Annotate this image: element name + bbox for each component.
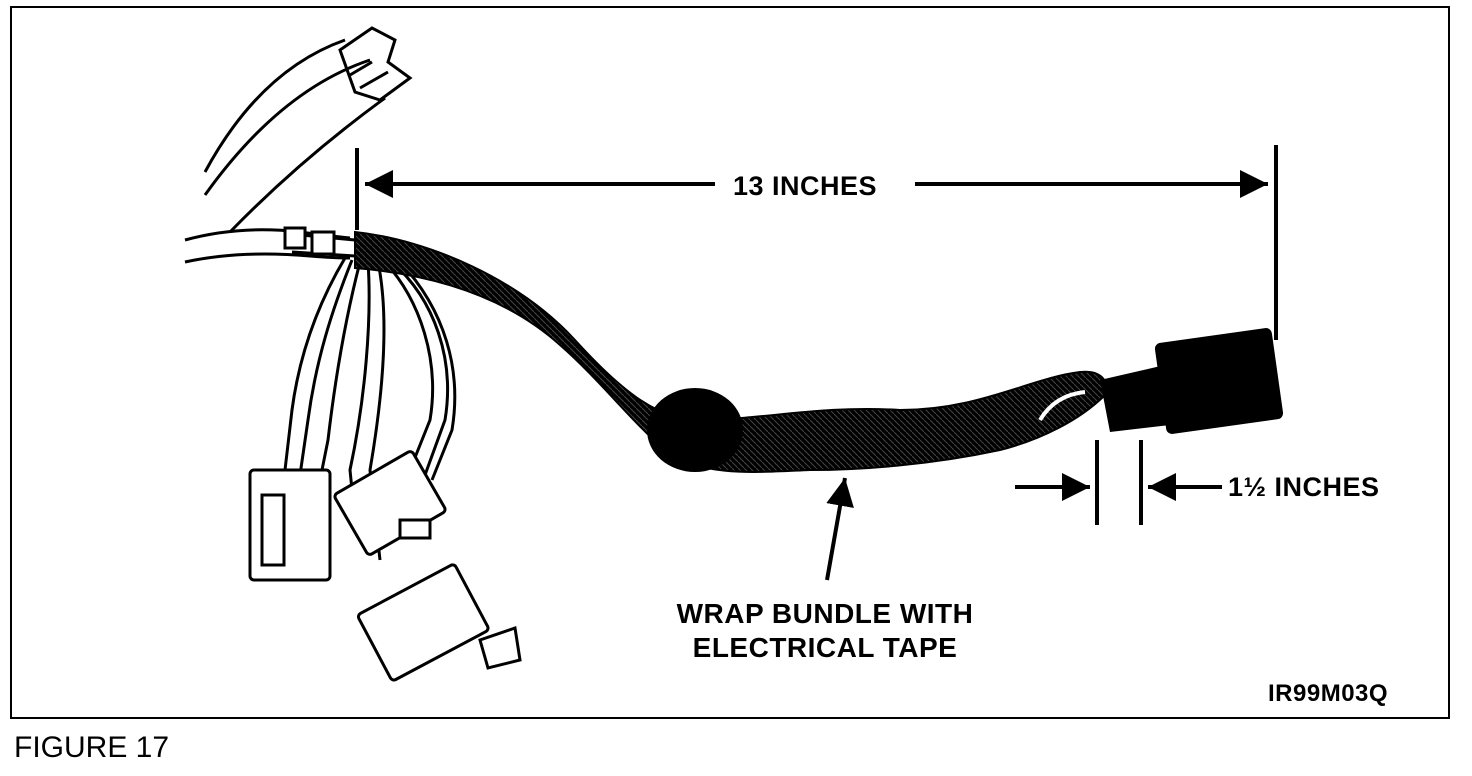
tape-callout-label: WRAP BUNDLE WITH ELECTRICAL TAPE [640,597,1010,665]
harness-wires [283,226,457,561]
end-connector [1100,328,1284,434]
callout-leader [825,477,854,581]
connector-bottom [356,563,490,682]
connector-left-slot [260,493,286,567]
dimension-1-5-inches [1015,440,1222,525]
figure-frame [10,6,1450,719]
figure-caption: FIGURE 17 [14,731,170,764]
tape-callout-line-2: ELECTRICAL TAPE [692,632,958,663]
steering-column-trim [184,26,413,264]
figure-code: IR99M03Q [1268,680,1389,707]
length-dimension-label: 13 INCHES [733,171,878,201]
electrical-connectors [248,450,522,682]
tape-callout-line-1: WRAP BUNDLE WITH [676,598,974,629]
connector-middle-pin [398,518,432,540]
gap-dimension-label: 1½ INCHES [1228,472,1380,502]
taped-wire-bundle [354,230,1108,473]
dimension-13-inches [355,145,1278,340]
connector-bottom-latch [478,626,522,670]
